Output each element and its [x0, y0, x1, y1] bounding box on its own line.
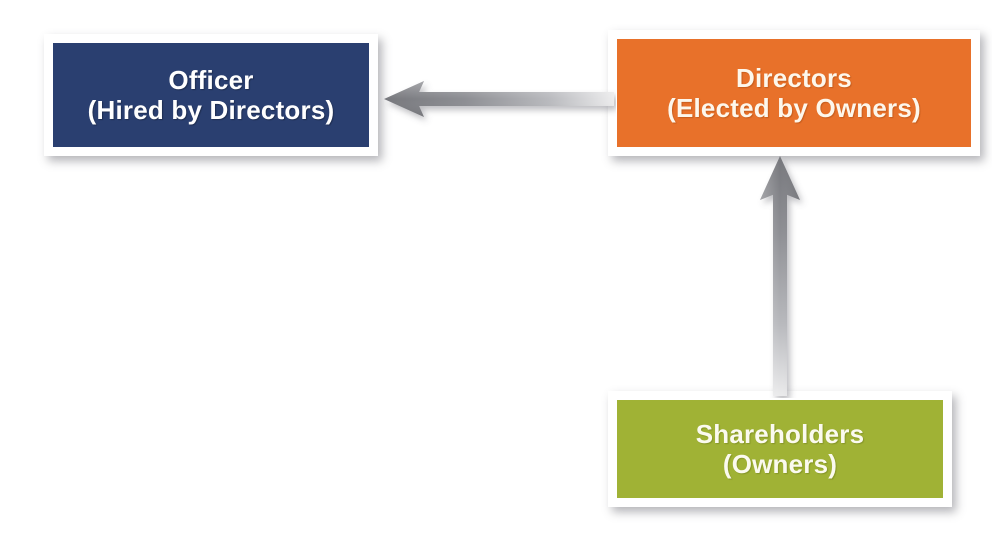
node-officer-subtitle: (Hired by Directors): [87, 95, 335, 125]
node-directors-subtitle: (Elected by Owners): [667, 93, 921, 123]
arrow-shareholders-to-directors-icon: [742, 152, 838, 398]
node-officer-title: Officer: [168, 64, 254, 95]
node-officer-fill: Officer (Hired by Directors): [53, 43, 369, 147]
node-directors[interactable]: Directors (Elected by Owners): [608, 30, 980, 156]
node-officer[interactable]: Officer (Hired by Directors): [44, 34, 378, 156]
node-directors-fill: Directors (Elected by Owners): [617, 39, 971, 147]
arrow-directors-to-officer-icon: [378, 68, 616, 130]
node-directors-title: Directors: [736, 62, 852, 93]
node-shareholders-fill: Shareholders (Owners): [617, 400, 943, 498]
node-shareholders[interactable]: Shareholders (Owners): [608, 391, 952, 507]
node-shareholders-title: Shareholders: [695, 418, 865, 449]
node-shareholders-subtitle: (Owners): [722, 449, 838, 479]
